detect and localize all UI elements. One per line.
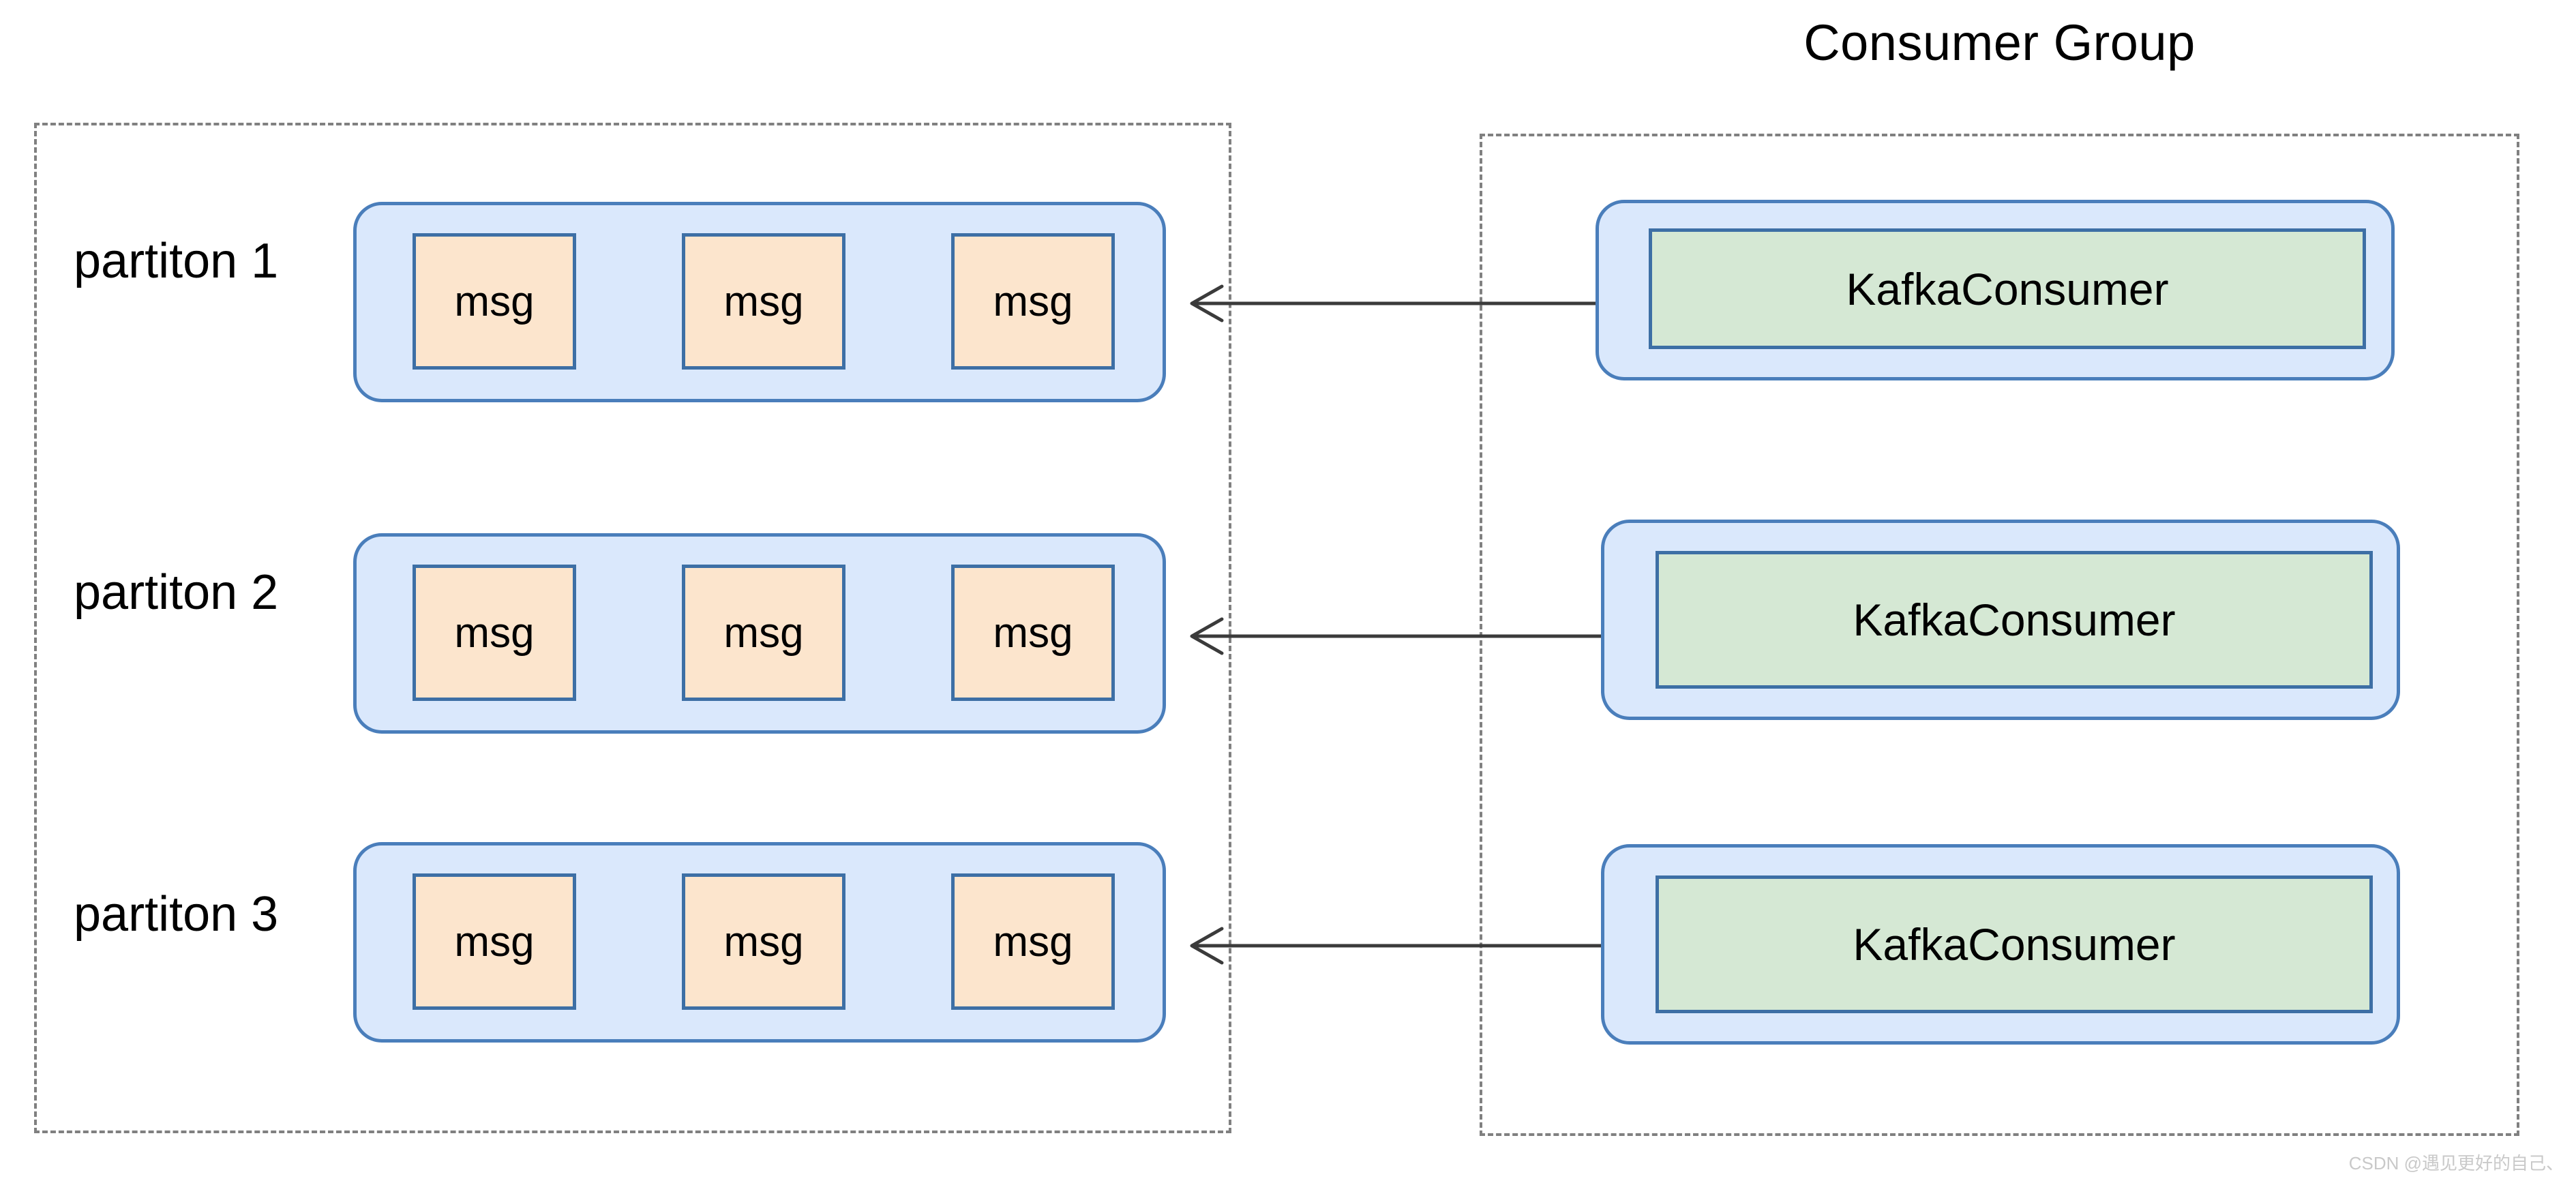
arrow-consumer-to-partition-2 xyxy=(1190,617,1601,655)
message-box[interactable]: msg xyxy=(413,565,576,701)
partition-label-3: partiton 3 xyxy=(74,887,279,942)
message-box[interactable]: msg xyxy=(682,233,845,370)
kafka-consumer-2[interactable]: KafkaConsumer xyxy=(1656,551,2373,689)
csdn-watermark: CSDN @遇见更好的自己、 xyxy=(2348,1153,2564,1173)
message-box[interactable]: msg xyxy=(951,233,1115,370)
kafka-consumer-3[interactable]: KafkaConsumer xyxy=(1656,875,2373,1013)
arrow-consumer-to-partition-1 xyxy=(1190,284,1596,323)
partition-label-1: partiton 1 xyxy=(74,234,279,288)
arrow-consumer-to-partition-3 xyxy=(1190,927,1601,965)
partition-label-2: partiton 2 xyxy=(74,565,279,620)
message-box[interactable]: msg xyxy=(682,873,845,1010)
message-box[interactable]: msg xyxy=(413,233,576,370)
message-box[interactable]: msg xyxy=(951,873,1115,1010)
kafka-consumer-1[interactable]: KafkaConsumer xyxy=(1649,228,2366,349)
message-box[interactable]: msg xyxy=(682,565,845,701)
message-box[interactable]: msg xyxy=(413,873,576,1010)
message-box[interactable]: msg xyxy=(951,565,1115,701)
consumer-group-title: Consumer Group xyxy=(1803,14,2196,71)
partitions-group-container xyxy=(34,123,1231,1133)
